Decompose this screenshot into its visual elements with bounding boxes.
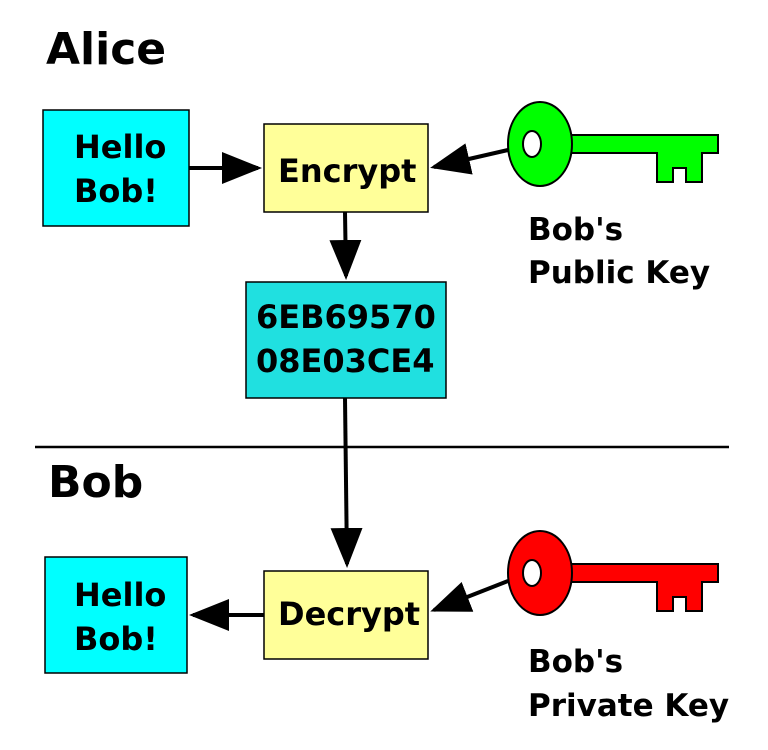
bob-message-line-2: Bob! xyxy=(74,620,158,658)
ciphertext-rect xyxy=(245,281,447,399)
ciphertext-line-1: 6EB69570 xyxy=(256,298,436,336)
bob-message-line-1: Hello xyxy=(74,576,166,614)
private-key-icon xyxy=(507,530,719,616)
arrow-encrypt-to-ciphertext xyxy=(329,211,362,280)
ciphertext-line-2: 08E03CE4 xyxy=(256,342,435,380)
public-key-hole xyxy=(522,130,542,158)
alice-message-rect xyxy=(42,109,190,227)
arrow-ciphertext-to-decrypt xyxy=(330,397,363,568)
private-key-shaft xyxy=(564,563,719,612)
bob-message-box: Hello Bob! xyxy=(44,556,188,674)
public-key-shaft xyxy=(564,134,719,183)
private-key-label-line-2: Private Key xyxy=(528,688,729,724)
encrypt-label: Encrypt xyxy=(278,152,416,190)
encrypt-rect xyxy=(263,123,429,213)
bob-message-rect xyxy=(44,556,188,674)
private-key-label-line-1: Bob's xyxy=(528,644,623,680)
alice-message-box: Hello Bob! xyxy=(42,109,190,227)
public-key-label-line-1: Bob's xyxy=(528,212,623,248)
public-key-icon xyxy=(507,101,719,187)
encrypt-box: Encrypt xyxy=(263,123,429,213)
decrypt-label: Decrypt xyxy=(278,595,420,633)
decrypt-box: Decrypt xyxy=(263,570,429,660)
alice-message-line-2: Bob! xyxy=(74,172,158,210)
arrow-public-key-to-encrypt xyxy=(430,143,509,175)
private-key-hole xyxy=(522,559,542,587)
alice-heading: Alice xyxy=(46,24,166,75)
arrow-private-key-to-decrypt xyxy=(430,579,509,612)
ciphertext-box: 6EB69570 08E03CE4 xyxy=(245,281,447,399)
bob-heading: Bob xyxy=(48,457,143,508)
alice-message-line-1: Hello xyxy=(74,128,166,166)
decrypt-rect xyxy=(263,570,429,660)
public-key-label-line-2: Public Key xyxy=(528,255,710,291)
